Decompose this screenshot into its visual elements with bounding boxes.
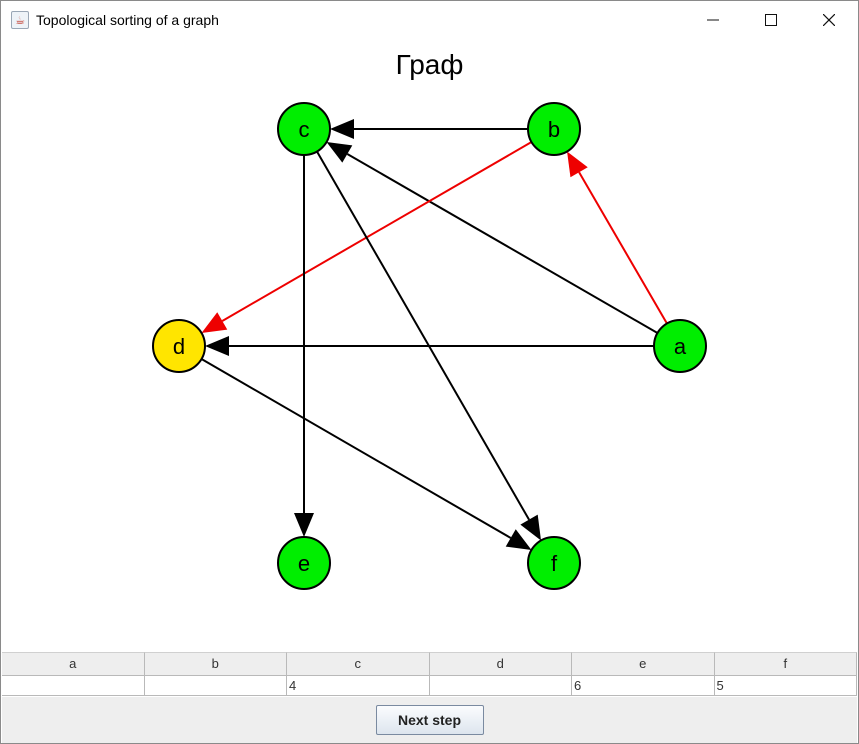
edge-c-e [294,155,314,537]
edge-line-a-c [346,153,658,334]
window-title: Topological sorting of a graph [36,12,219,28]
edge-arrowhead-c-e [294,513,314,537]
column-header-f[interactable]: f [714,652,857,676]
next-step-button[interactable]: Next step [375,705,484,735]
node-label-c: c [299,117,310,142]
edge-arrowhead-c-f [520,514,542,541]
graph-node-a[interactable]: a [653,319,707,373]
java-coffee-icon: ☕ [11,11,29,29]
edge-a-b [567,151,668,325]
edge-line-b-d [221,141,532,322]
bottom-toolbar: Next step [2,697,857,743]
edge-line-c-f [316,151,530,521]
edges-layer [201,119,668,550]
graph-node-c[interactable]: c [277,102,331,156]
edge-line-a-b [578,171,668,325]
minimize-icon [707,19,719,21]
window-controls [684,1,858,39]
column-header-a[interactable]: a [2,652,145,676]
node-circle-b [527,102,581,156]
edge-arrowhead-d-f [505,529,532,550]
node-circle-a [653,319,707,373]
node-label-b: b [548,117,560,142]
node-circle-d [152,319,206,373]
maximize-icon [765,14,777,26]
edge-arrowhead-b-c [330,119,354,139]
table-cell-f[interactable]: 5 [714,676,857,696]
title-bar[interactable]: ☕ Topological sorting of a graph [1,1,858,39]
node-label-d: d [173,334,185,359]
close-icon [823,14,835,26]
node-label-f: f [551,551,558,576]
edge-a-d [205,336,654,356]
minimize-button[interactable] [684,1,742,39]
edge-arrowhead-a-b [567,151,588,178]
nodes-layer: a b c d e f [152,102,707,590]
edge-a-c [326,141,658,334]
column-header-e[interactable]: e [572,652,715,676]
graph-title: Граф [395,49,464,80]
graph-node-f[interactable]: f [527,536,581,590]
table-header-row: a b c d e f [2,652,857,676]
table-cell-a[interactable] [2,676,145,696]
table-cell-d[interactable] [429,676,572,696]
table-cell-e[interactable]: 6 [572,676,715,696]
column-header-b[interactable]: b [144,652,287,676]
table-cell-b[interactable] [144,676,287,696]
edge-arrowhead-b-d [201,312,228,333]
edge-line-d-f [201,358,512,539]
node-circle-f [527,536,581,590]
maximize-button[interactable] [742,1,800,39]
column-header-d[interactable]: d [429,652,572,676]
graph-drawing: a b c d e f [152,102,707,590]
close-button[interactable] [800,1,858,39]
node-label-e: e [298,551,310,576]
graph-node-e[interactable]: e [277,536,331,590]
node-circle-e [277,536,331,590]
edge-d-f [201,358,532,550]
edge-arrowhead-a-c [326,141,353,163]
node-circle-c [277,102,331,156]
table-row: 4 6 5 [2,676,857,696]
column-header-c[interactable]: c [287,652,430,676]
table-cell-c[interactable]: 4 [287,676,430,696]
edge-c-f [316,151,542,541]
sort-order-table: a b c d e f 4 6 5 [2,652,857,697]
graph-node-d[interactable]: d [152,319,206,373]
edge-arrowhead-a-d [205,336,229,356]
node-label-a: a [674,334,687,359]
edge-b-d [201,141,532,333]
graph-node-b[interactable]: b [527,102,581,156]
edge-b-c [330,119,528,139]
graph-canvas: Граф a b c d e f [2,39,857,652]
